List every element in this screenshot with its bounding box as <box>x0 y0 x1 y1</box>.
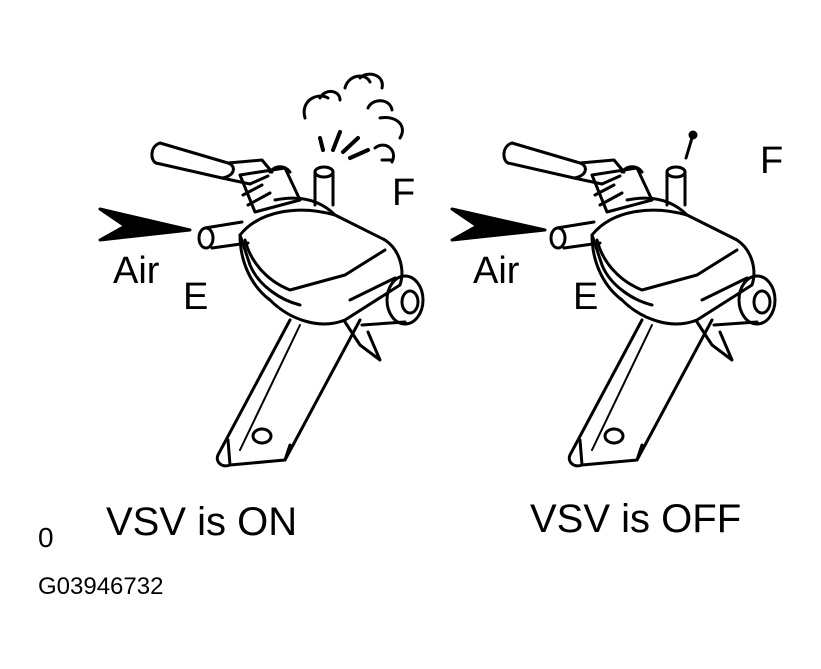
air-arrow-left <box>98 207 192 242</box>
vsv-on-valve <box>98 72 425 468</box>
left-caption: VSV is ON <box>106 500 298 544</box>
left-port-e-label: E <box>183 276 209 318</box>
vsv-off-valve <box>450 130 777 468</box>
right-port-e-label: E <box>573 276 599 318</box>
right-caption: VSV is OFF <box>530 497 742 541</box>
left-port-f-label: F <box>392 172 416 214</box>
left-air-label: Air <box>113 250 160 292</box>
corner-mark: 0 <box>38 522 54 553</box>
figure-code: G03946732 <box>38 573 164 600</box>
right-air-label: Air <box>473 250 520 292</box>
right-port-f-label: F <box>760 140 784 182</box>
air-arrow-right <box>450 207 547 242</box>
